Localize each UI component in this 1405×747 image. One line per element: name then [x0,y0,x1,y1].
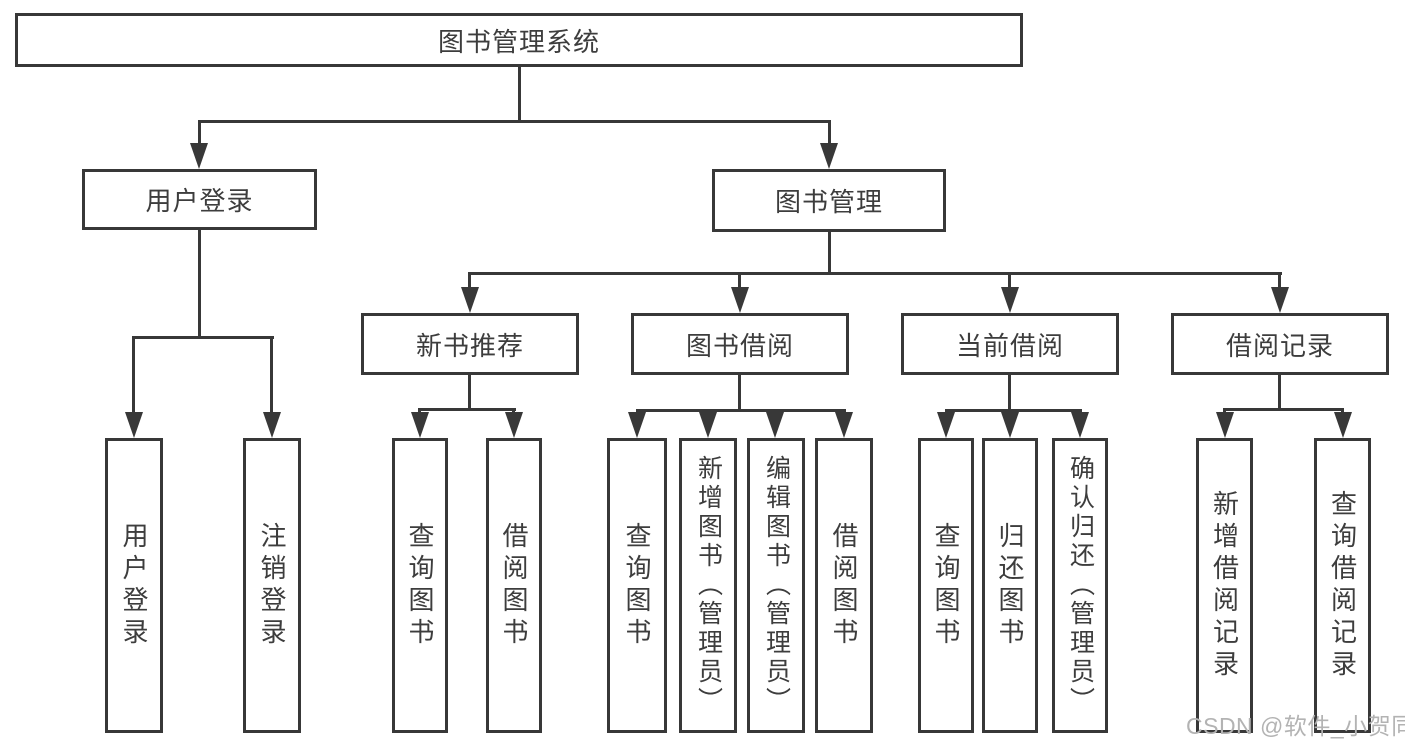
node-nb-borrow-books-label: 借阅图书 [499,521,529,650]
arrowhead-userlogin [190,143,208,169]
node-root-label: 图书管理系统 [437,26,600,57]
connector-bookborrow-hline [636,409,846,412]
connector-currentborrow-hline [945,409,1082,412]
node-nb-query-books-label: 查询图书 [405,521,435,650]
node-bb-query-books: 查询图书 [607,438,667,733]
node-nb-borrow-books: 借阅图书 [486,438,542,733]
node-book-borrow-label: 图书借阅 [685,330,794,361]
arrowhead-logout-leaf [263,412,281,438]
node-book-management: 图书管理 [712,169,946,232]
node-cb-confirm-return-admin-label: 确认归还（管理员） [1066,455,1095,716]
connector-userlogin-hline [132,336,274,339]
connector-bookborrow-stem [738,272,741,290]
node-current-borrow: 当前借阅 [901,313,1119,375]
connector-newbook-stem [468,272,471,290]
node-cb-query-books-label: 查询图书 [931,521,961,650]
arrowhead-currentborrow [1001,287,1019,313]
node-cb-return-books-label: 归还图书 [995,521,1025,650]
connector-bookmgmt-hline [468,272,1282,275]
node-bb-query-books-label: 查询图书 [622,521,652,650]
node-br-query-record: 查询借阅记录 [1314,438,1371,733]
connector-root-hline [198,120,831,123]
connector-currentborrow-down [1008,375,1011,412]
arrowhead-bb-leaf4 [835,412,853,438]
node-borrow-records-label: 借阅记录 [1225,330,1334,361]
node-bb-add-books-admin-label: 新增图书（管理员） [694,455,723,716]
node-new-book-recommend-label: 新书推荐 [415,330,524,361]
node-current-borrow-label: 当前借阅 [955,330,1064,361]
node-br-query-record-label: 查询借阅记录 [1327,489,1358,682]
node-leaf-logout-label: 注销登录 [257,521,287,650]
arrowhead-login-leaf [125,412,143,438]
connector-userlogin-down [198,230,201,336]
node-leaf-user-login: 用户登录 [105,438,163,733]
connector-newbook-down [468,375,471,411]
node-bb-borrow-books-label: 借阅图书 [829,521,859,650]
arrowhead-newbook [461,287,479,313]
node-new-book-recommend: 新书推荐 [361,313,579,375]
node-leaf-user-login-label: 用户登录 [119,521,149,650]
connector-logout-leaf-stem [270,336,273,416]
arrowhead-br-leaf1 [1216,412,1234,438]
connector-bookmgmt-stem [828,120,831,146]
arrowhead-bb-leaf3 [766,412,784,438]
node-cb-return-books: 归还图书 [982,438,1038,733]
connector-borrowrecords-down [1278,375,1281,411]
connector-borrowrecords-stem [1278,272,1281,290]
node-br-add-record-label: 新增借阅记录 [1209,489,1240,682]
node-borrow-records: 借阅记录 [1171,313,1389,375]
node-cb-query-books: 查询图书 [918,438,974,733]
node-bb-edit-books-admin-label: 编辑图书（管理员） [762,455,791,716]
arrowhead-borrowrecords [1271,287,1289,313]
arrowhead-cb-leaf2 [1001,412,1019,438]
connector-currentborrow-stem [1008,272,1011,290]
connector-root-stem [518,67,521,121]
arrowhead-nb-leaf1 [411,412,429,438]
node-book-borrow: 图书借阅 [631,313,849,375]
arrowhead-bb-leaf1 [628,412,646,438]
node-br-add-record: 新增借阅记录 [1196,438,1253,733]
node-user-login-label: 用户登录 [145,186,254,216]
node-leaf-logout: 注销登录 [243,438,301,733]
connector-login-leaf-stem [132,336,135,416]
connector-bookborrow-down [738,375,741,412]
arrowhead-bb-leaf2 [699,412,717,438]
node-bb-borrow-books: 借阅图书 [815,438,873,733]
csdn-watermark: CSDN @软件_小贺同学 [1186,713,1405,739]
arrowhead-bookmgmt [820,143,838,169]
connector-userlogin-stem [198,120,201,146]
node-bb-add-books-admin: 新增图书（管理员） [679,438,737,733]
arrowhead-cb-leaf1 [937,412,955,438]
node-user-login: 用户登录 [82,169,317,230]
arrowhead-br-leaf2 [1334,412,1352,438]
node-cb-confirm-return-admin: 确认归还（管理员） [1052,438,1108,733]
node-bb-edit-books-admin: 编辑图书（管理员） [747,438,805,733]
arrowhead-bookborrow [731,287,749,313]
connector-newbook-hline [418,408,516,411]
connector-borrowrecords-hline [1223,408,1344,411]
arrowhead-cb-leaf3 [1071,412,1089,438]
node-book-management-label: 图书管理 [774,187,883,217]
connector-bookmgmt-down [828,232,831,275]
node-root: 图书管理系统 [15,13,1023,67]
arrowhead-nb-leaf2 [505,412,523,438]
node-nb-query-books: 查询图书 [392,438,448,733]
